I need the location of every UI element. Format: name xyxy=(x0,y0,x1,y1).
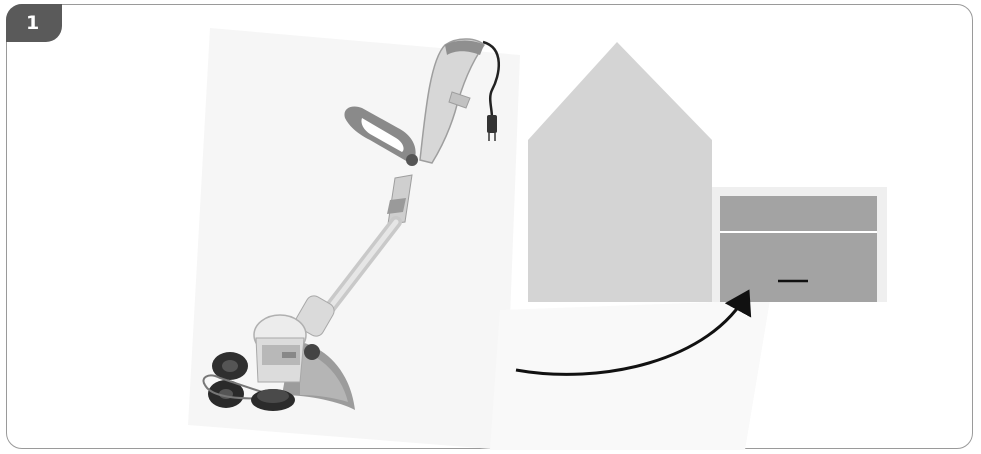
house-illustration xyxy=(528,42,887,302)
